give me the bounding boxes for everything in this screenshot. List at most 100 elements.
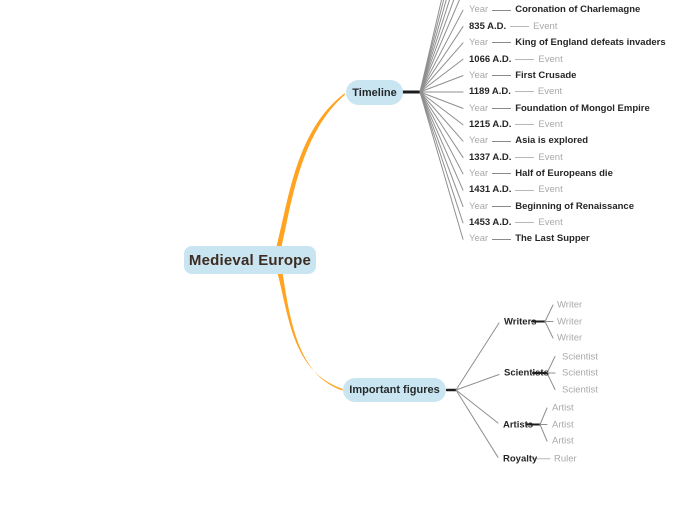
- timeline-year-placeholder[interactable]: Year: [469, 4, 489, 16]
- timeline-event-placeholder[interactable]: Event: [533, 20, 558, 32]
- timeline-year-placeholder[interactable]: Year: [469, 69, 489, 81]
- timeline-event-label[interactable]: Asia is explored: [515, 135, 589, 147]
- timeline-item-connector: [492, 42, 512, 44]
- root-node-medieval-europe[interactable]: Medieval Europe: [184, 246, 316, 274]
- timeline-fan-line: [419, 26, 464, 93]
- figures-child-placeholder-artist[interactable]: Artist: [552, 402, 574, 414]
- timeline-event-label[interactable]: King of England defeats invaders: [515, 37, 666, 49]
- timeline-fan-line-clipped: [419, 0, 442, 93]
- timeline-year-placeholder[interactable]: Year: [469, 102, 489, 114]
- timeline-row: Year First Crusade: [469, 67, 666, 83]
- figures-fan-line: [455, 322, 500, 391]
- figures-child-placeholder-scientist[interactable]: Scientist: [562, 350, 598, 362]
- timeline-event-label[interactable]: Beginning of Renaissance: [515, 200, 634, 212]
- timeline-item-connector: [492, 75, 512, 77]
- timeline-rows: Year Coronation of Charlemagne 835 A.D. Eve…: [469, 2, 666, 247]
- timeline-fan-line-clipped: [419, 0, 445, 93]
- timeline-year-label[interactable]: 1431 A.D.: [469, 184, 512, 196]
- timeline-year-placeholder[interactable]: Year: [469, 200, 489, 212]
- timeline-fan-line-clipped: [419, 0, 447, 93]
- figures-child-placeholder-scientist[interactable]: Scientist: [562, 367, 598, 379]
- timeline-event-placeholder[interactable]: Event: [538, 118, 563, 130]
- timeline-fan-line-clipped: [419, 0, 460, 93]
- timeline-event-placeholder[interactable]: Event: [538, 53, 563, 65]
- timeline-year-placeholder[interactable]: Year: [469, 233, 489, 245]
- figures-subfan-line: [546, 372, 556, 390]
- timeline-fan-line: [419, 91, 464, 224]
- figures-group-label-scientists[interactable]: Scientists: [504, 367, 549, 379]
- timeline-item-connector: [515, 124, 535, 126]
- figures-subfan-line: [539, 407, 548, 425]
- timeline-event-placeholder[interactable]: Event: [538, 151, 563, 163]
- timeline-row: 1337 A.D. Event: [469, 149, 666, 165]
- timeline-row: 1066 A.D. Event: [469, 51, 666, 67]
- figures-child-placeholder-writer[interactable]: Writer: [557, 315, 583, 327]
- figures-child-placeholder-ruler[interactable]: Ruler: [554, 453, 577, 465]
- timeline-event-label[interactable]: Foundation of Mongol Empire: [515, 102, 650, 114]
- timeline-fan-line: [419, 91, 464, 208]
- timeline-fan-line-clipped: [419, 0, 451, 93]
- timeline-event-label[interactable]: Coronation of Charlemagne: [515, 4, 641, 16]
- figures-child-placeholder-writer[interactable]: Writer: [557, 299, 583, 311]
- timeline-item-connector: [492, 205, 512, 207]
- timeline-item-connector: [514, 91, 534, 93]
- timeline-item-connector: [492, 238, 512, 240]
- figures-child-placeholder-artist[interactable]: Artist: [552, 435, 574, 447]
- timeline-item-connector: [515, 156, 535, 158]
- figures-subfan-line: [544, 304, 554, 322]
- figures-fan-line: [455, 389, 499, 424]
- timeline-fan-line: [419, 75, 464, 93]
- figures-fan-line: [455, 389, 499, 458]
- timeline-fan-line: [419, 91, 464, 191]
- timeline-year-label[interactable]: 1189 A.D.: [469, 86, 511, 98]
- timeline-item-connector: [510, 26, 530, 28]
- figures-subfan-line: [544, 321, 554, 339]
- figures-fan-line: [455, 374, 500, 391]
- figures-child-placeholder-writer[interactable]: Writer: [557, 332, 583, 344]
- timeline-row: Year Half of Europeans die: [469, 166, 666, 182]
- timeline-item-connector: [492, 107, 512, 109]
- timeline-year-label[interactable]: 1337 A.D.: [469, 151, 512, 163]
- timeline-item-connector: [492, 173, 512, 175]
- figures-child-placeholder-artist[interactable]: Artist: [552, 418, 574, 430]
- timeline-fan-line: [419, 91, 464, 109]
- timeline-year-label[interactable]: 1215 A.D.: [469, 118, 512, 130]
- timeline-item-connector: [515, 222, 535, 224]
- timeline-row: Year King of England defeats invaders: [469, 35, 666, 51]
- timeline-row: 1215 A.D. Event: [469, 117, 666, 133]
- timeline-event-label[interactable]: Half of Europeans die: [515, 168, 613, 180]
- timeline-year-label[interactable]: 1453 A.D.: [469, 217, 512, 229]
- figures-node-label: Important figures: [349, 384, 440, 396]
- timeline-fan-line: [419, 42, 464, 93]
- timeline-event-label[interactable]: The Last Supper: [515, 233, 590, 245]
- timeline-event-placeholder[interactable]: Event: [538, 217, 563, 229]
- timeline-fan-line-clipped: [419, 0, 455, 93]
- timeline-event-placeholder[interactable]: Event: [538, 184, 563, 196]
- timeline-year-placeholder[interactable]: Year: [469, 168, 489, 180]
- figures-group-label-artists[interactable]: Artists: [503, 418, 534, 430]
- timeline-row: Year Foundation of Mongol Empire: [469, 100, 666, 116]
- timeline-item-connector: [515, 189, 535, 191]
- timeline-fan-line: [419, 91, 464, 240]
- timeline-row: 835 A.D. Event: [469, 18, 666, 34]
- timeline-row: Year The Last Supper: [469, 231, 666, 247]
- timeline-item-connector: [492, 140, 512, 142]
- branch-node-timeline[interactable]: Timeline: [346, 80, 403, 105]
- figures-group-label-royalty[interactable]: Royalty: [503, 453, 538, 465]
- branch-node-important-figures[interactable]: Important figures: [343, 378, 446, 402]
- timeline-row: Year Beginning of Renaissance: [469, 198, 666, 214]
- timeline-year-label[interactable]: 1066 A.D.: [469, 53, 512, 65]
- timeline-fan-line: [419, 91, 464, 175]
- timeline-event-placeholder[interactable]: Event: [537, 86, 563, 98]
- timeline-year-label[interactable]: 835 A.D.: [469, 20, 507, 32]
- figures-child-placeholder-scientist[interactable]: Scientist: [562, 383, 598, 395]
- timeline-year-placeholder[interactable]: Year: [469, 37, 489, 49]
- timeline-year-placeholder[interactable]: Year: [469, 135, 489, 147]
- figures-group-label-writers[interactable]: Writers: [504, 315, 537, 327]
- timeline-row: 1431 A.D. Event: [469, 182, 666, 198]
- timeline-event-label[interactable]: First Crusade: [515, 69, 577, 81]
- figures-subfan-line: [539, 424, 548, 442]
- timeline-fan-line: [419, 91, 464, 142]
